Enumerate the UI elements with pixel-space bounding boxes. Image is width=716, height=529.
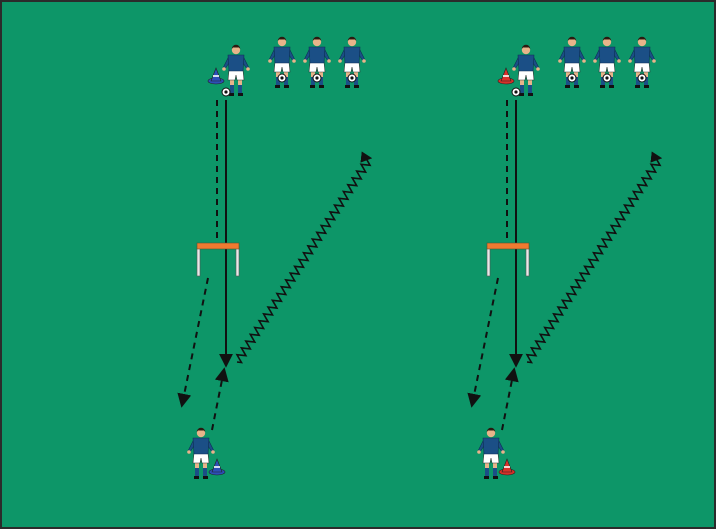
- start-ball: [222, 88, 230, 96]
- queue-ball: [568, 74, 576, 82]
- queue-ball: [603, 74, 611, 82]
- queue-ball: [638, 74, 646, 82]
- queue-ball: [313, 74, 321, 82]
- queue-ball: [348, 74, 356, 82]
- queue-ball: [278, 74, 286, 82]
- start-ball: [512, 88, 520, 96]
